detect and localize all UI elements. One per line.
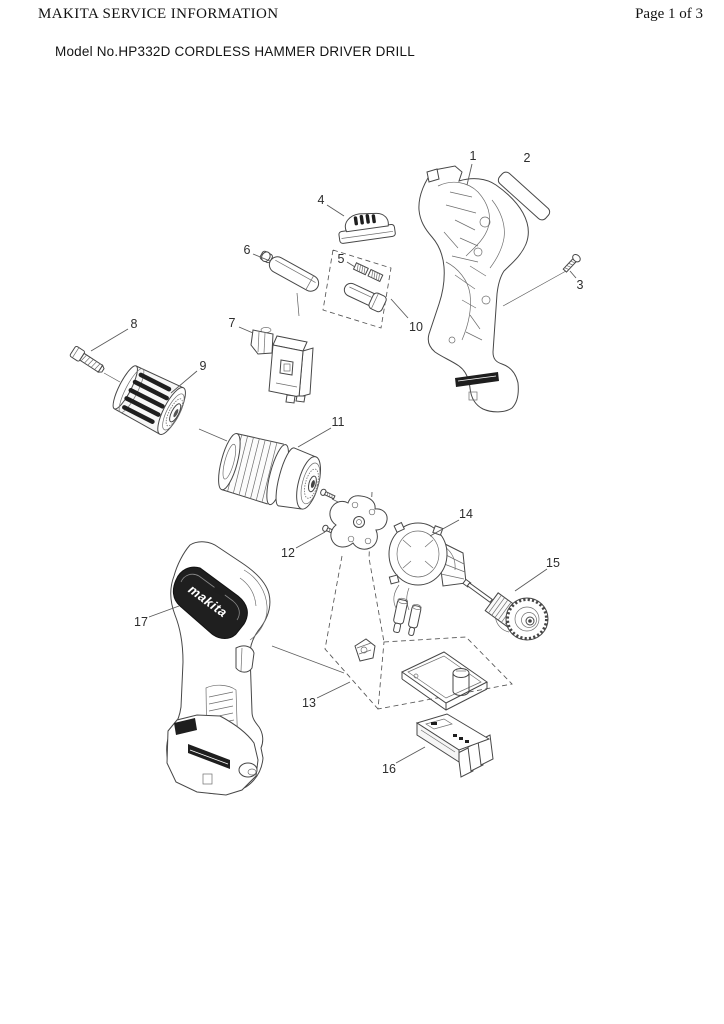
callout-leader-3 [569, 270, 577, 279]
group-13-dashed-outline [324, 491, 513, 710]
part-11-gear-assembly [218, 433, 321, 510]
page-indicator: Page 1 of 3 [635, 6, 703, 22]
callout-leader-12 [295, 531, 326, 549]
part-callout-5: 5 [338, 252, 345, 266]
assembly-lines [103, 270, 567, 674]
part-6-lever [259, 250, 320, 292]
callout-leader-16 [395, 746, 426, 764]
part-callout-10: 10 [409, 320, 423, 334]
callout-leader-4 [326, 204, 345, 217]
group-10-dashed-box [322, 249, 392, 329]
part-callout-11: 11 [332, 415, 345, 429]
part-17-housing-left-half: makita [166, 541, 271, 796]
part-callout-9: 9 [200, 359, 207, 373]
callout-leader-13 [316, 681, 351, 699]
callout-leader-15 [514, 568, 548, 592]
part-9-drill-chuck [112, 365, 186, 435]
part-callout-15: 15 [546, 556, 560, 570]
callout-leader-14 [429, 519, 460, 537]
part-7-switch [250, 327, 314, 404]
part-14-motor-stator [388, 521, 467, 636]
part-4-slide-button [338, 212, 396, 244]
callout-leader-6 [252, 253, 271, 262]
part-callout-7: 7 [229, 316, 236, 330]
part-callout-4: 4 [318, 193, 325, 207]
part-callout-17: 17 [134, 615, 148, 629]
part-16-terminal-block [415, 713, 494, 778]
part-callout-1: 1 [470, 149, 477, 163]
model-number-line: Model No.HP332D CORDLESS HAMMER DRIVER D… [55, 44, 415, 59]
part-callout-8: 8 [131, 317, 138, 331]
part-3-screw [562, 253, 581, 273]
callout-leader-8 [90, 328, 129, 352]
part-2-name-label-sticker [497, 171, 551, 221]
part-callout-12: 12 [281, 546, 295, 560]
part-callout-14: 14 [459, 507, 473, 521]
forward-reverse-button [343, 282, 387, 313]
part-callout-2: 2 [524, 151, 531, 165]
part-callout-16: 16 [382, 762, 396, 776]
callout-leader-1 [466, 163, 473, 186]
part-12-screws-and-plate [320, 488, 388, 550]
part-callout-3: 3 [577, 278, 584, 292]
callout-leader-10 [390, 298, 409, 319]
callout-leader-7 [238, 326, 254, 334]
brush-holder-piece [354, 638, 376, 662]
document-title: MAKITA SERVICE INFORMATION [38, 6, 279, 22]
part-15-armature [462, 578, 549, 641]
part-8-bolt [69, 345, 105, 373]
part-5-springs [352, 262, 384, 283]
callout-leader-17 [148, 605, 180, 618]
callout-leader-5 [346, 261, 356, 268]
controller-tray [401, 651, 488, 711]
callout-leader-9 [170, 370, 198, 394]
part-callout-13: 13 [302, 696, 316, 710]
part-1-housing-right-half [418, 165, 529, 413]
callout-leader-11 [297, 427, 332, 448]
part-callout-6: 6 [244, 243, 251, 257]
